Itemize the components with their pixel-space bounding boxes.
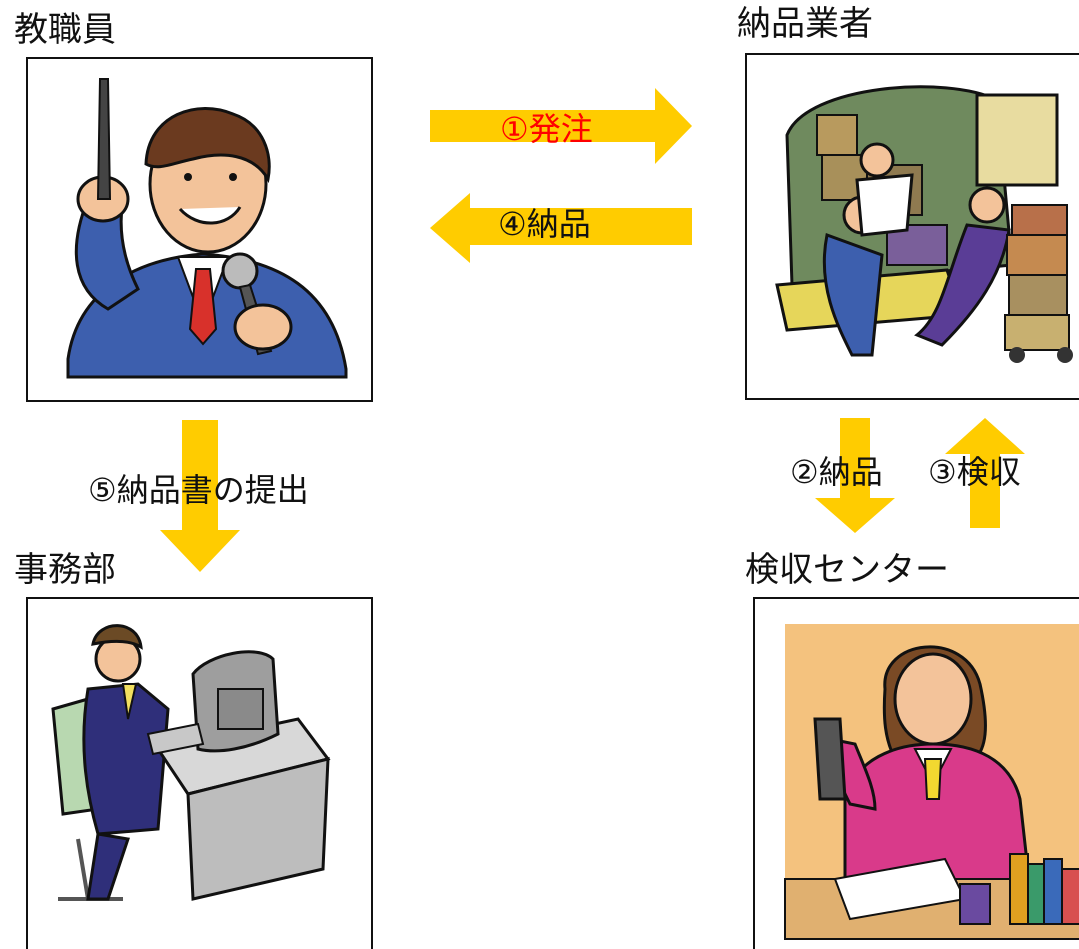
inspection-label: 検収センター xyxy=(745,550,949,590)
faculty-illustration-box xyxy=(26,57,373,402)
vendor-illustration xyxy=(775,85,1073,363)
order-step-label: ①発注 xyxy=(500,110,593,148)
delivery-to-inspection-arrow xyxy=(815,418,895,533)
order-arrow xyxy=(430,88,692,164)
inspection-up-arrow xyxy=(945,418,1025,528)
faculty-label: 教職員 xyxy=(14,10,116,50)
invoice-step-label: ⑤納品書の提出 xyxy=(88,471,309,509)
office-label: 事務部 xyxy=(14,550,116,590)
vendor-label: 納品業者 xyxy=(737,4,873,44)
office-illustration-box xyxy=(26,597,373,949)
inspection-illustration xyxy=(784,624,1079,940)
inspection-illustration-box xyxy=(753,597,1079,949)
inspection-step-label: ③検収 xyxy=(928,453,1021,491)
vendor-illustration-box xyxy=(745,53,1079,400)
office-illustration xyxy=(51,624,331,901)
submit-invoice-arrow xyxy=(160,420,240,572)
faculty-illustration xyxy=(66,78,348,379)
delivery-step-label: ④納品 xyxy=(498,205,591,243)
delivery-return-arrow xyxy=(430,193,692,263)
delivery-inspection-step-label: ②納品 xyxy=(790,453,883,491)
